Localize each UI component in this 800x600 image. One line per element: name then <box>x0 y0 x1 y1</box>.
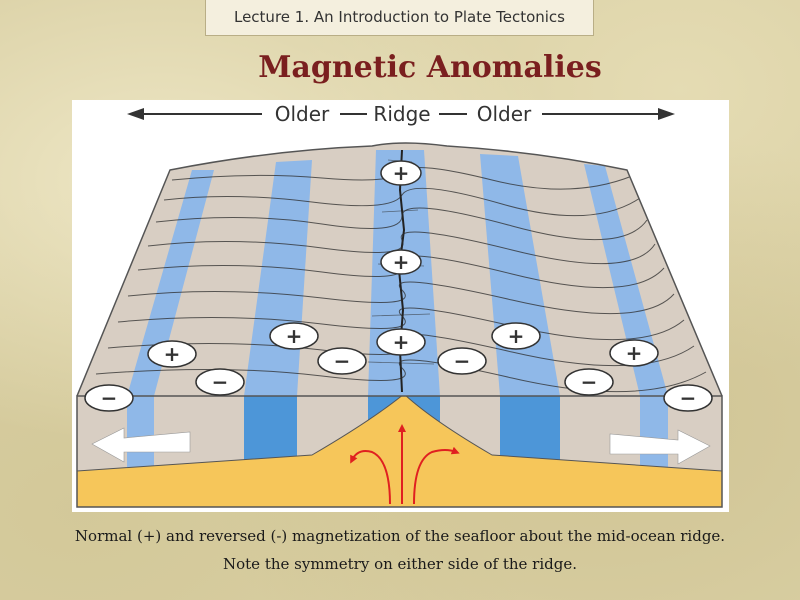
minus-symbol: − <box>454 349 471 373</box>
plus-symbol: + <box>393 161 410 185</box>
lecture-title: Lecture 1. An Introduction to Plate Tect… <box>234 8 565 26</box>
label-older-right: Older <box>477 102 532 126</box>
arrowhead-right-icon <box>658 108 675 120</box>
plus-symbol: + <box>286 324 303 348</box>
normal-polarity-marker: + <box>381 161 421 185</box>
slide-title: Magnetic Anomalies <box>180 50 680 85</box>
normal-polarity-marker: + <box>610 340 658 366</box>
minus-symbol: − <box>334 349 351 373</box>
reversed-polarity-marker: − <box>318 348 366 374</box>
minus-symbol: − <box>680 386 697 410</box>
reversed-polarity-marker: − <box>565 369 613 395</box>
normal-polarity-marker: + <box>270 323 318 349</box>
label-older-left: Older <box>275 102 330 126</box>
minus-symbol: − <box>212 370 229 394</box>
reversed-polarity-marker: − <box>438 348 486 374</box>
seafloor-diagram-svg: Older Ridge Older <box>72 100 729 512</box>
reversed-polarity-marker: − <box>196 369 244 395</box>
plus-symbol: + <box>393 250 410 274</box>
minus-symbol: − <box>581 370 598 394</box>
label-ridge: Ridge <box>373 102 430 126</box>
normal-polarity-marker: + <box>381 250 421 274</box>
reversed-polarity-marker: − <box>85 385 133 411</box>
normal-polarity-marker: + <box>377 329 425 355</box>
minus-symbol: − <box>101 386 118 410</box>
normal-polarity-marker: + <box>492 323 540 349</box>
plus-symbol: + <box>393 330 410 354</box>
plus-symbol: + <box>164 342 181 366</box>
caption-line-1: Normal (+) and reversed (-) magnetizatio… <box>0 527 800 545</box>
header-bar: Lecture 1. An Introduction to Plate Tect… <box>205 0 594 36</box>
plus-symbol: + <box>626 341 643 365</box>
normal-polarity-marker: + <box>148 341 196 367</box>
seafloor-diagram: Older Ridge Older <box>72 100 729 512</box>
arrowhead-left-icon <box>127 108 144 120</box>
age-axis: Older Ridge Older <box>127 102 675 126</box>
reversed-polarity-marker: − <box>664 385 712 411</box>
plus-symbol: + <box>508 324 525 348</box>
caption-line-2: Note the symmetry on either side of the … <box>0 555 800 573</box>
